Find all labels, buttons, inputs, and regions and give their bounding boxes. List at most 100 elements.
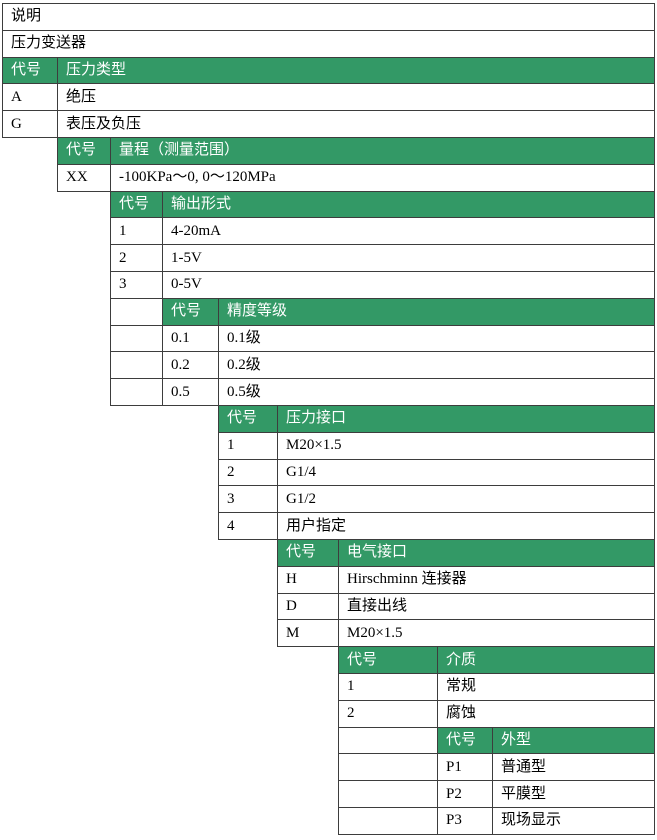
desc-cell: G1/2 — [276, 485, 656, 514]
desc-cell: 4-20mA — [161, 217, 656, 246]
section-header-title: 介质 — [436, 646, 656, 674]
desc-cell: M20×1.5 — [337, 619, 656, 648]
empty-cell — [338, 753, 438, 782]
section-header-code: 代号 — [2, 56, 58, 85]
code-cell: A — [2, 83, 58, 112]
desc-cell: G1/4 — [276, 458, 656, 487]
table-row: 3 G1/2 — [2, 485, 656, 514]
desc-cell: 直接出线 — [337, 592, 656, 621]
code-cell: M — [277, 619, 339, 648]
section-header-row: 代号 压力类型 — [2, 56, 656, 85]
table-row: A 绝压 — [2, 83, 656, 112]
desc-cell: 0.2级 — [217, 351, 656, 380]
section-header-code: 代号 — [338, 646, 438, 674]
table-row: G 表压及负压 — [2, 110, 656, 138]
code-cell: 0.1 — [162, 324, 219, 353]
section-header-code: 代号 — [277, 538, 339, 567]
table-row: D 直接出线 — [2, 592, 656, 621]
section-header-code: 代号 — [162, 297, 219, 326]
section-header-row: 代号 外型 — [2, 726, 656, 755]
shuoming-cell: 说明 — [1, 3, 656, 31]
desc-cell: 0.1级 — [217, 324, 656, 353]
empty-cell — [110, 324, 163, 353]
code-cell: 0.2 — [162, 351, 219, 380]
section-header-title: 外型 — [491, 726, 656, 755]
spacer-cell — [2, 351, 111, 379]
product-name-cell: 压力变送器 — [1, 29, 656, 58]
spacer-cell — [2, 700, 339, 728]
section-header-title: 压力接口 — [276, 404, 656, 433]
table-row: 1 M20×1.5 — [2, 431, 656, 460]
section-header-row: 代号 介质 — [2, 646, 656, 674]
code-cell: 2 — [218, 458, 278, 487]
code-cell: 1 — [218, 431, 278, 460]
code-cell: P1 — [437, 753, 493, 782]
desc-cell: 现场显示 — [491, 806, 656, 835]
section-header-title: 精度等级 — [217, 297, 656, 326]
code-cell: 2 — [338, 699, 438, 728]
desc-cell: Hirschminn 连接器 — [337, 565, 656, 594]
code-cell: 3 — [218, 485, 278, 514]
spacer-cell — [2, 646, 339, 674]
spacer-cell — [2, 164, 58, 192]
table-row: 1 常规 — [2, 672, 656, 701]
code-cell: 0.5 — [162, 378, 219, 406]
table-row: P1 普通型 — [2, 753, 656, 782]
desc-cell: 绝压 — [56, 83, 656, 112]
empty-cell — [338, 726, 438, 755]
desc-cell: 平膜型 — [491, 780, 656, 808]
spacer-cell — [2, 405, 219, 433]
spacer-cell — [2, 217, 111, 245]
section-header-code: 代号 — [57, 136, 111, 165]
empty-cell — [338, 780, 438, 808]
code-cell: P3 — [437, 806, 493, 835]
code-cell: 3 — [110, 270, 163, 299]
desc-cell: 1-5V — [161, 244, 656, 272]
desc-cell: 腐蚀 — [436, 699, 656, 728]
spacer-cell — [2, 298, 111, 326]
spacer-cell — [2, 673, 339, 701]
code-cell: 1 — [110, 217, 163, 246]
code-cell: 4 — [218, 512, 278, 540]
spacer-cell — [2, 753, 339, 781]
table-row: 0.5 0.5级 — [2, 378, 656, 406]
empty-cell — [110, 297, 163, 326]
spacer-cell — [2, 191, 111, 218]
section-header-row: 代号 压力接口 — [2, 404, 656, 433]
code-cell: H — [277, 565, 339, 594]
section-header-code: 代号 — [110, 190, 163, 219]
model-selection-table: 说明 压力变送器 代号 压力类型 A 绝压 G 表压及负压 代号 量程（测量范围… — [1, 3, 656, 835]
table-row: 3 0-5V — [2, 270, 656, 299]
desc-cell: 0.5级 — [217, 378, 656, 406]
code-cell: 2 — [110, 244, 163, 272]
desc-cell: 表压及负压 — [56, 110, 656, 138]
code-cell: G — [2, 110, 58, 138]
desc-cell: 常规 — [436, 672, 656, 701]
table-row: P3 现场显示 — [2, 806, 656, 835]
code-cell: 1 — [338, 672, 438, 701]
table-row: 0.1 0.1级 — [2, 324, 656, 353]
spacer-cell — [2, 539, 278, 567]
section-header-row: 代号 输出形式 — [2, 190, 656, 219]
table-row: 说明 — [1, 3, 656, 31]
section-header-title: 输出形式 — [161, 190, 656, 219]
table-row: 4 用户指定 — [2, 512, 656, 540]
section-header-title: 电气接口 — [337, 538, 656, 567]
desc-cell: 用户指定 — [276, 512, 656, 540]
empty-cell — [110, 378, 163, 406]
code-cell: P2 — [437, 780, 493, 808]
spacer-cell — [2, 378, 111, 406]
section-header-code: 代号 — [437, 726, 493, 755]
table-row: 1 4-20mA — [2, 217, 656, 246]
table-row: 2 腐蚀 — [2, 699, 656, 728]
empty-cell — [110, 351, 163, 380]
section-header-code: 代号 — [218, 404, 278, 433]
section-header-row: 代号 量程（测量范围） — [2, 136, 656, 165]
section-header-row: 代号 电气接口 — [2, 538, 656, 567]
code-cell: D — [277, 592, 339, 621]
spacer-cell — [2, 432, 219, 460]
table-row: M M20×1.5 — [2, 619, 656, 648]
spacer-cell — [2, 485, 219, 513]
table-row: P2 平膜型 — [2, 780, 656, 808]
desc-cell: M20×1.5 — [276, 431, 656, 460]
